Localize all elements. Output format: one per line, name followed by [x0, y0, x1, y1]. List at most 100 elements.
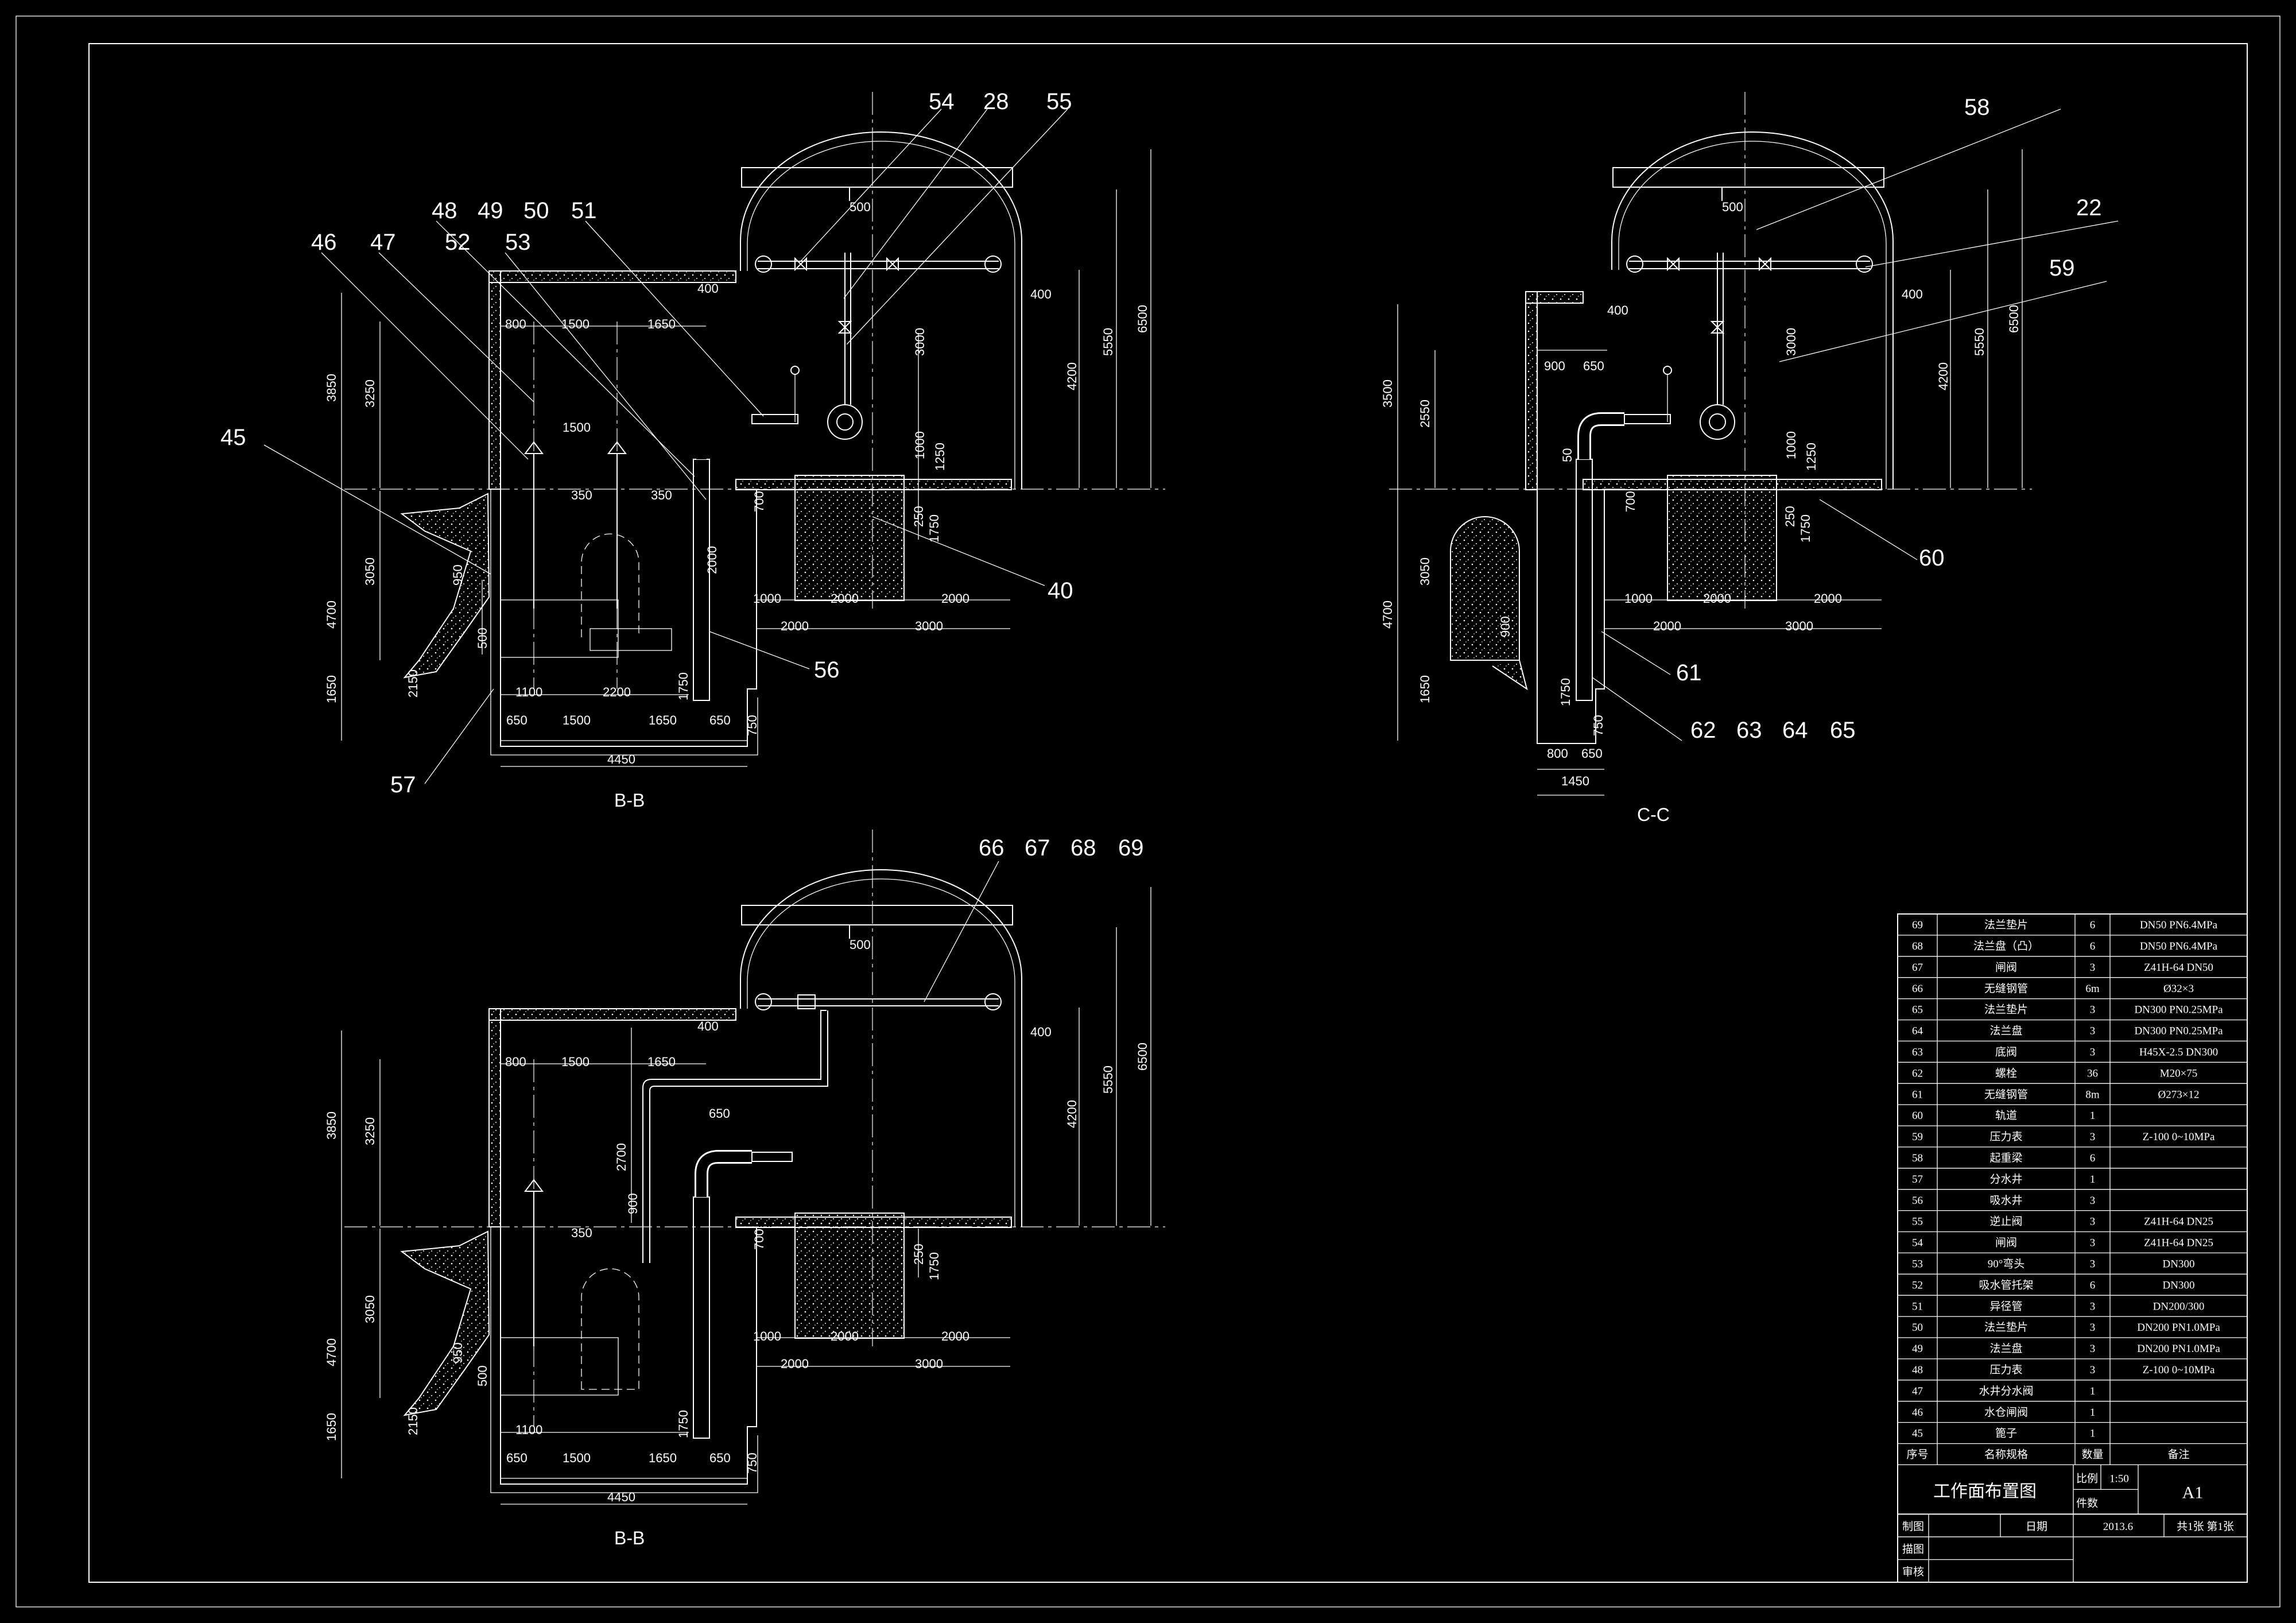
dim-label: 900: [1498, 616, 1512, 637]
dim-label: 1500: [563, 713, 591, 727]
bypass-pipe: [642, 1010, 827, 1263]
parts-cell-note: DN200/300: [2153, 1300, 2205, 1312]
parts-cell-no: 49: [1912, 1343, 1923, 1355]
parts-cell-name: 吸水管托架: [1979, 1279, 2033, 1291]
dim-label: 1450: [1561, 774, 1589, 788]
parts-cell-name: 异径管: [1989, 1300, 2022, 1312]
parts-cell-qty: 3: [2090, 1364, 2096, 1376]
parts-cell-no: 52: [1912, 1279, 1923, 1291]
dim-label: 350: [571, 1226, 592, 1240]
parts-cell-no: 65: [1912, 1004, 1923, 1016]
title-block-sheets: 共1张 第1张: [2177, 1520, 2234, 1533]
room-left-wall: [1525, 291, 1538, 490]
sump-outline: [500, 1227, 757, 1485]
parts-cell-qty: 6m: [2085, 983, 2100, 995]
dim-label: 500: [850, 938, 871, 952]
dim-label: 4700: [1380, 601, 1395, 629]
dim-label: 4200: [1065, 362, 1079, 390]
parts-cell-note: H45X-2.5 DN300: [2139, 1046, 2218, 1058]
dim-label: 5550: [1972, 328, 1987, 356]
outer-border: [15, 16, 2281, 1607]
parts-cell-note: Ø32×3: [2163, 983, 2194, 995]
dim-label: 2550: [1418, 400, 1432, 428]
dim-label: 700: [752, 491, 766, 512]
dim-label: 3250: [363, 1117, 377, 1145]
parts-cell-qty: 3: [2090, 1131, 2096, 1143]
suction-pipe: [1576, 459, 1593, 701]
tag-55: 55: [1046, 89, 1072, 114]
tag-66: 66: [979, 835, 1004, 861]
parts-cell-no: 59: [1912, 1131, 1923, 1143]
dim-label: 3000: [1785, 619, 1813, 633]
dim-label: 950: [451, 564, 465, 586]
tag-22: 22: [2076, 195, 2102, 220]
dim-label: 4200: [1936, 362, 1950, 390]
dim-label: 800: [1547, 746, 1568, 761]
parts-cell-no: 61: [1912, 1089, 1923, 1101]
section-cc: 58 22 59 60 61 62 63 64 65 900 650 1000 …: [1380, 92, 2119, 825]
parts-cell-note: Z41H-64 DN50: [2144, 962, 2213, 974]
dim-label: 400: [1030, 287, 1052, 301]
tag-65: 65: [1830, 718, 1856, 743]
parts-cell-no: 57: [1912, 1173, 1923, 1186]
tag-61: 61: [1676, 660, 1702, 685]
dim-label: 2000: [941, 591, 969, 606]
parts-cell-note: DN50 PN6.4MPa: [2140, 940, 2218, 952]
section-title-bb-top: B-B: [614, 790, 645, 811]
title-block-date-value: 2013.6: [2103, 1521, 2133, 1533]
parts-cell-no: 56: [1912, 1195, 1923, 1207]
parts-cell-name: 水井分水阀: [1979, 1385, 2033, 1397]
dim-label: 50: [1560, 448, 1574, 462]
vault-arch: [740, 131, 1022, 489]
parts-cell-no: 48: [1912, 1364, 1923, 1376]
dim-label: 500: [1722, 200, 1743, 214]
pump-foundation: [1667, 475, 1777, 601]
dim-label: 750: [745, 1452, 759, 1474]
dim-label: 3000: [1784, 328, 1798, 356]
parts-cell-qty: 36: [2087, 1067, 2098, 1079]
parts-cell-name: 起重梁: [1989, 1152, 2022, 1164]
tag-28: 28: [983, 89, 1009, 114]
dim-label: 1000: [753, 1329, 781, 1343]
parts-cell-qty: 6: [2090, 1279, 2096, 1291]
room-left-wall: [488, 270, 501, 490]
dim-label: 2700: [614, 1143, 629, 1171]
parts-cell-note: Z41H-64 DN25: [2144, 1237, 2213, 1249]
dim-label: 3050: [1418, 557, 1432, 586]
tag-46: 46: [311, 230, 337, 255]
parts-cell-name: 底阀: [1995, 1045, 2017, 1058]
parts-cell-no: 64: [1912, 1025, 1923, 1037]
dim-label: 650: [709, 1106, 730, 1121]
parts-cell-name: 螺栓: [1995, 1067, 2017, 1079]
dim-label: 750: [1591, 715, 1605, 736]
parts-cell-note: M20×75: [2160, 1067, 2198, 1079]
dim-label: 400: [1902, 287, 1923, 301]
dim-label: 6500: [2007, 305, 2021, 333]
parts-cell-no: 66: [1912, 983, 1923, 995]
dim-label: 650: [1583, 359, 1604, 373]
parts-cell-no: 45: [1912, 1428, 1923, 1440]
dim-label: 6500: [1135, 305, 1150, 333]
parts-cell-qty: 3: [2090, 1025, 2096, 1037]
dim-label: 2000: [831, 1329, 859, 1343]
dim-label: 3850: [324, 1111, 339, 1140]
dim-label: 1500: [563, 420, 591, 435]
dim-label: 6500: [1135, 1043, 1150, 1071]
dim-label: 1250: [933, 443, 947, 471]
tag-51: 51: [571, 198, 597, 223]
dim-label: 900: [626, 1193, 640, 1214]
dim-label: 2000: [781, 1357, 809, 1371]
parts-cell-note: DN300 PN0.25MPa: [2134, 1025, 2223, 1037]
dim-label: 2000: [831, 591, 859, 606]
dim-label: 3000: [913, 328, 927, 356]
section-title-cc: C-C: [1637, 804, 1670, 825]
inner-frame: [88, 43, 2248, 1583]
title-block-traced-label: 描图: [1902, 1543, 1924, 1556]
sump-outline: [1537, 490, 1605, 744]
vdims-bb-top: 3850 3250 4700 3050 1650 2150 950 500 17…: [324, 305, 1150, 736]
parts-cell-name: 法兰垫片: [1984, 1004, 2028, 1016]
dim-label: 500: [850, 200, 871, 214]
title-block-scale-label: 比例: [2076, 1472, 2098, 1485]
parts-cell-name: 法兰盘: [1989, 1342, 2022, 1355]
dim-label: 1650: [649, 1451, 677, 1465]
